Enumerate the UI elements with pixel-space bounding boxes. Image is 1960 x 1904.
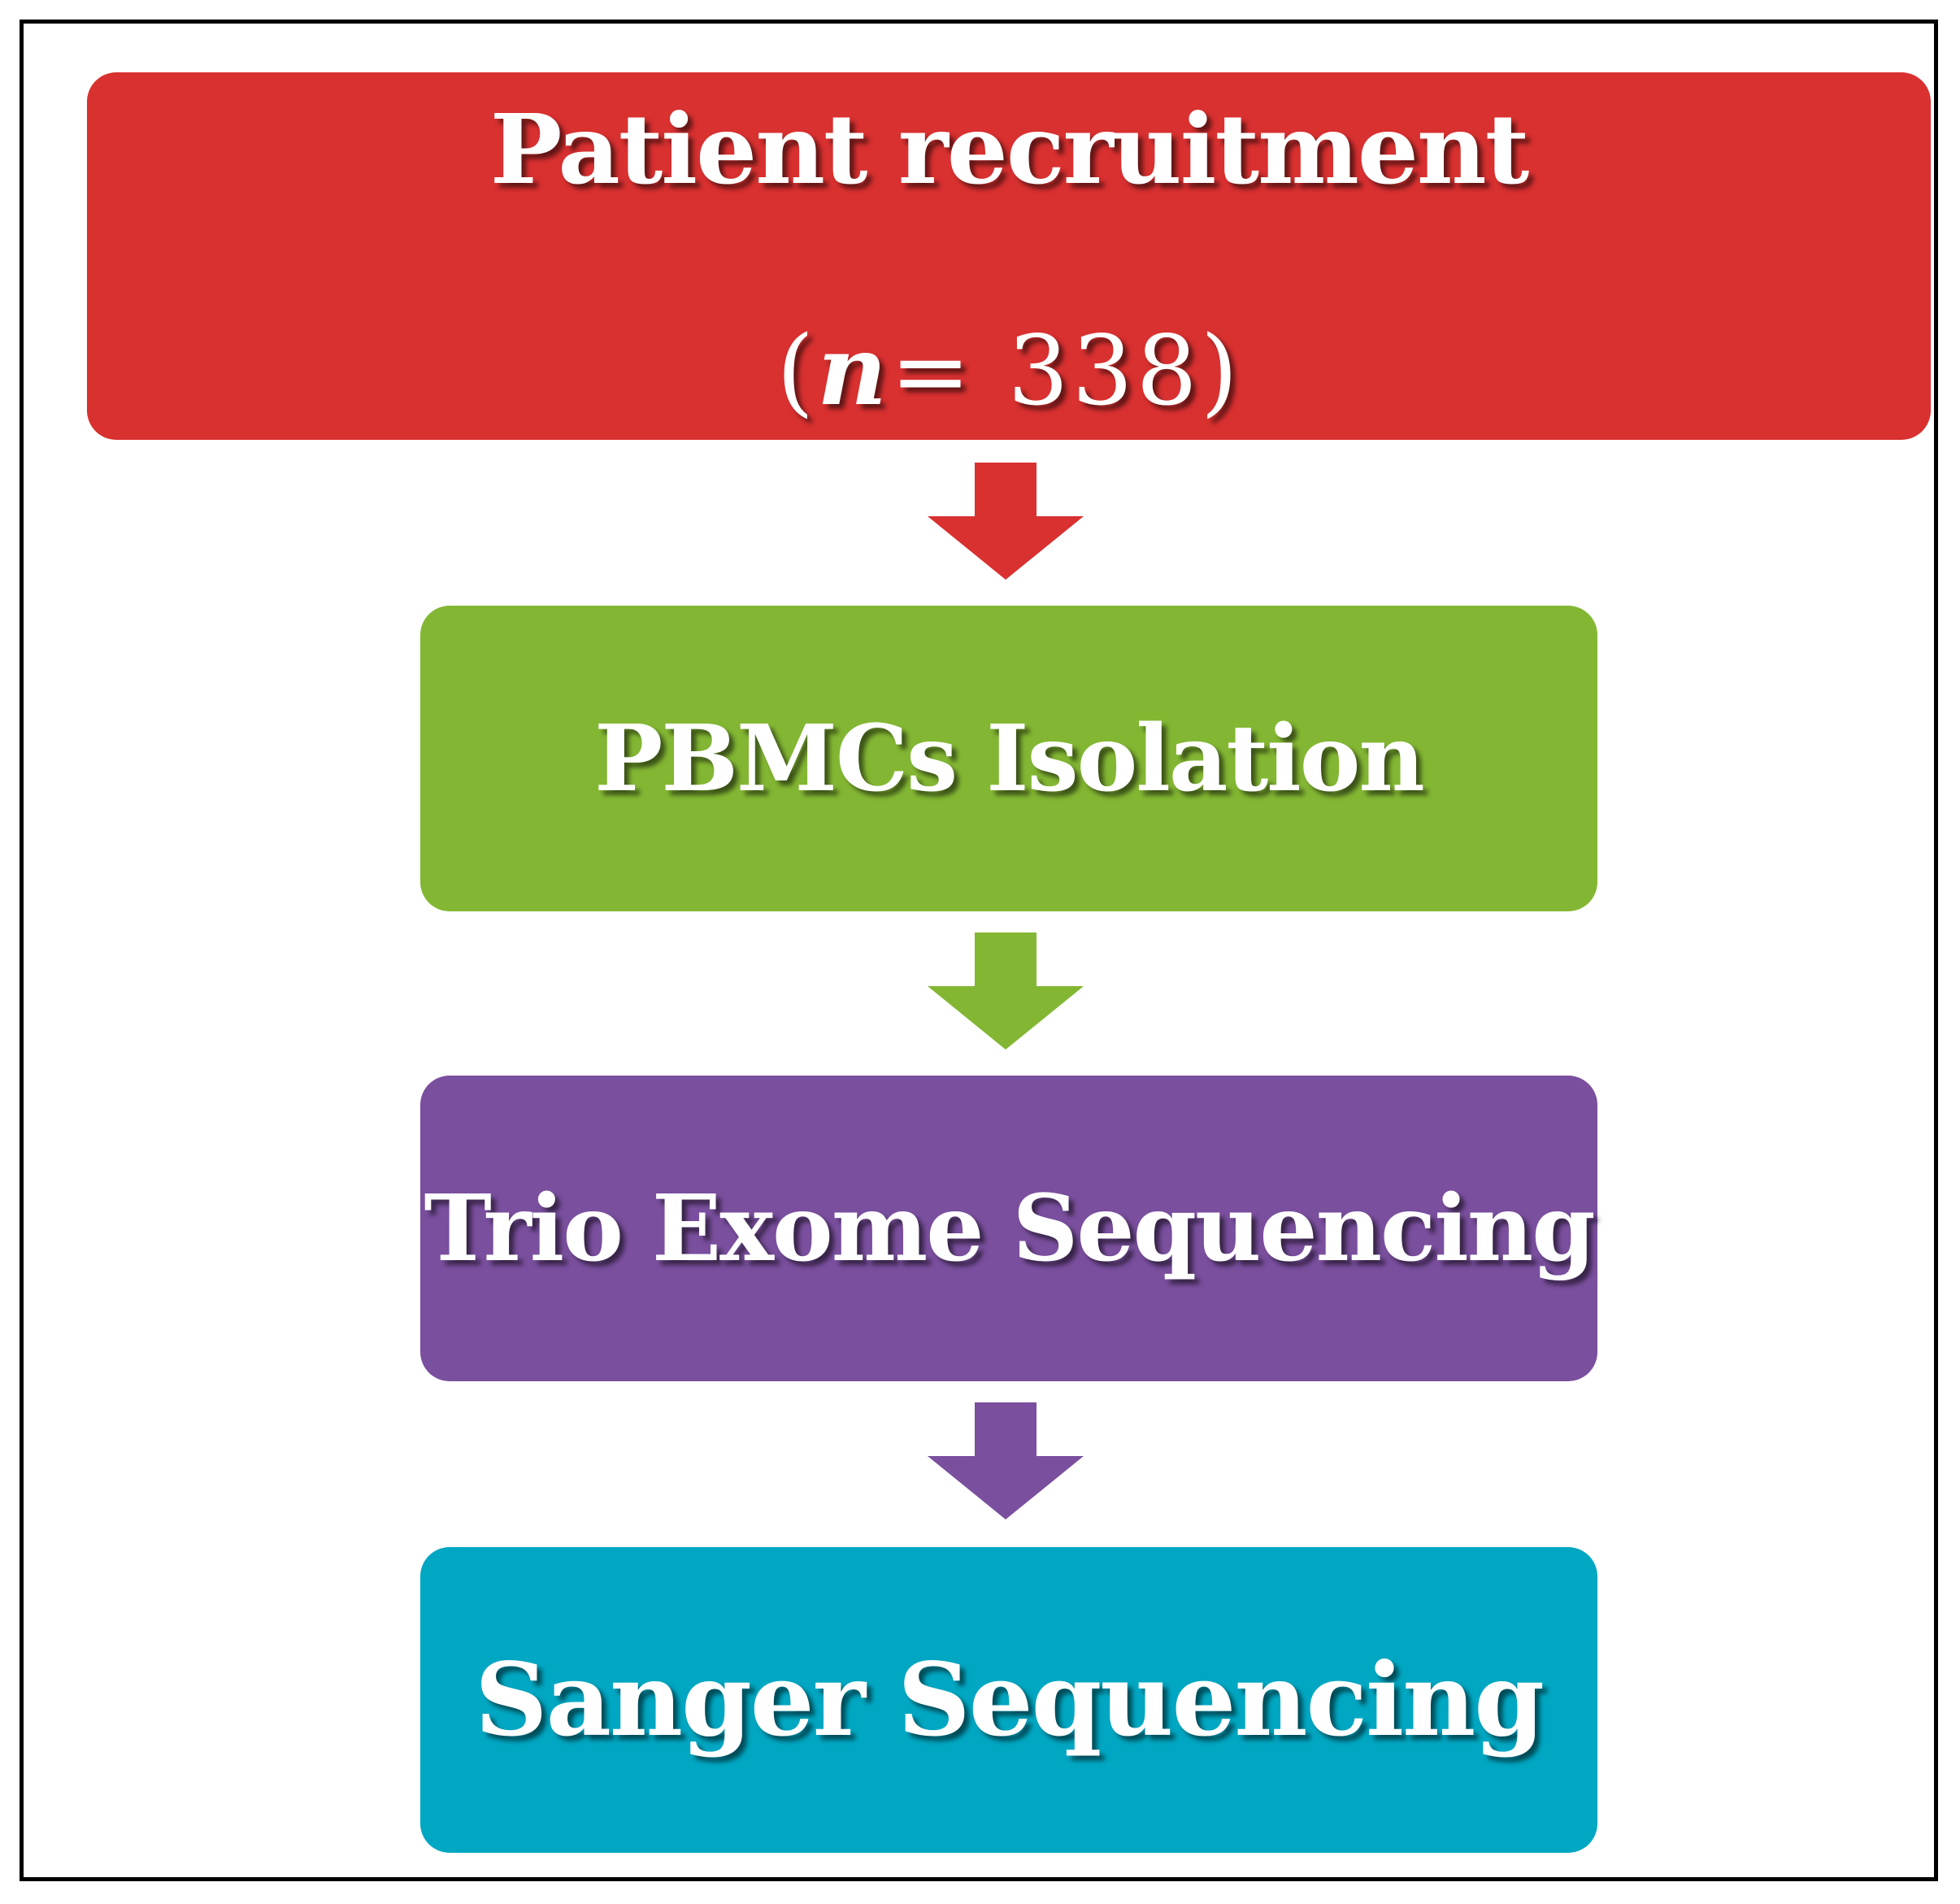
step-title: PBMCs Isolation (594, 705, 1425, 812)
step-title: Patient recruitment (489, 93, 1529, 206)
step-title: Trio Exome Sequencing (424, 1175, 1595, 1282)
down-arrow-icon (928, 1402, 1084, 1519)
down-arrow-icon (928, 463, 1084, 580)
close-paren: ) (1200, 315, 1241, 427)
step-pbmcs-isolation: PBMCs Isolation (420, 606, 1597, 911)
step-sanger-sequencing: Sanger Sequencing (420, 1547, 1597, 1853)
step-trio-exome-sequencing: Trio Exome Sequencing (420, 1076, 1597, 1381)
count-value: = 338 (890, 315, 1201, 427)
down-arrow-icon (928, 932, 1084, 1050)
diagram-frame: Patient recruitment (n= 338) PBMCs Isola… (20, 20, 1938, 1881)
count-variable: n (817, 314, 891, 427)
step-patient-recruitment: Patient recruitment (n= 338) (87, 72, 1931, 440)
step-title: Sanger Sequencing (475, 1641, 1545, 1759)
patient-count: (n= 338) (776, 310, 1241, 432)
open-paren: ( (776, 315, 818, 427)
